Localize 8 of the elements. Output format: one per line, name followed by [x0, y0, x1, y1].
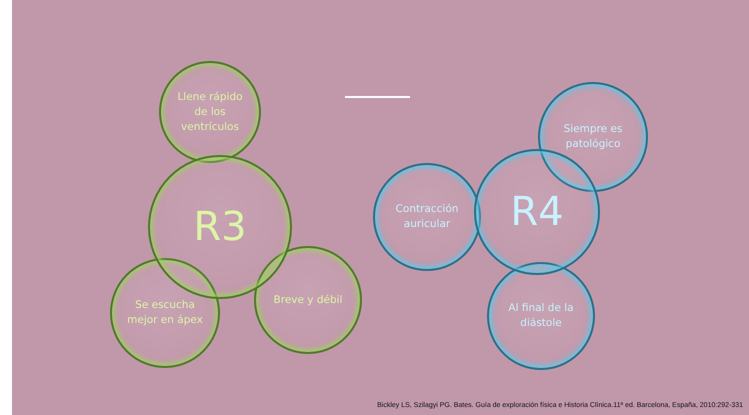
bubble-text: Contracción auricular	[394, 202, 460, 232]
bubble-text: Al final de la diástole	[507, 301, 575, 331]
bubble-heading: R4	[509, 190, 565, 234]
bubble-text: Siempre es patológico	[562, 122, 624, 152]
bubble-text: Llene rápido de los ventrículos	[176, 90, 244, 134]
bubble-text: Breve y débil	[272, 292, 344, 308]
bubble-heading: R3	[192, 205, 248, 249]
bubble-text: Se escucha mejor en ápex	[126, 298, 204, 328]
